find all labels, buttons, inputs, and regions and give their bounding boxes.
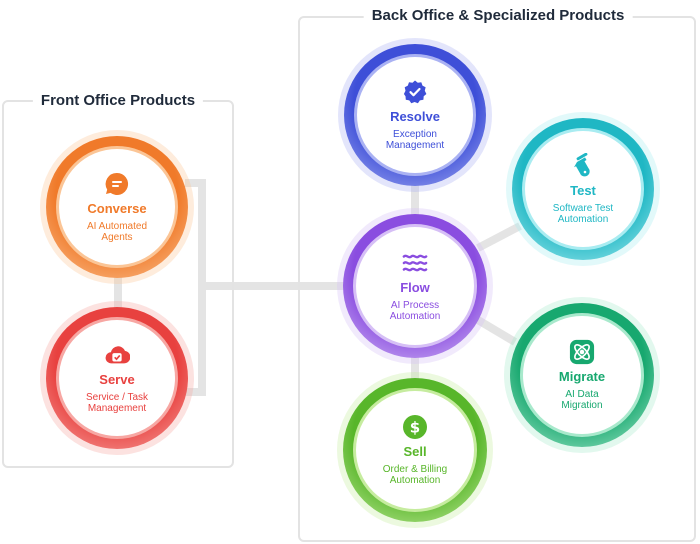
back-office-title: Back Office & Specialized Products [363,7,633,25]
connector-flow-test [476,222,522,252]
node-converse-subtitle: AI Automated Agents [86,221,148,243]
verified-badge-icon [402,79,428,105]
connector-flow-migrate [475,316,518,346]
node-converse[interactable]: Converse AI Automated Agents [46,136,188,278]
chat-bubble-icon [104,171,130,197]
front-office-title: Front Office Products [32,92,204,110]
node-test-title: Test [570,183,596,198]
node-converse-title: Converse [87,201,147,216]
node-migrate-title: Migrate [558,369,606,384]
dollar-icon: $ [402,414,428,440]
test-tube-icon [570,153,596,179]
node-serve[interactable]: Serve Service / Task Management [46,307,188,449]
node-flow-subtitle: AI Process Automation [389,300,441,322]
node-test-subtitle: Software Test Automation [552,203,614,225]
node-migrate-subtitle: AI Data Migration [561,389,603,411]
node-sell-title: Sell [403,444,427,459]
cloud-check-icon [104,342,130,368]
node-migrate[interactable]: Migrate AI Data Migration [510,303,654,447]
node-resolve[interactable]: Resolve Exception Management [344,44,486,186]
node-sell-subtitle: Order & Billing Automation [382,464,448,486]
node-serve-subtitle: Service / Task Management [85,392,149,414]
atom-icon [569,339,595,365]
node-sell[interactable]: $ Sell Order & Billing Automation [343,378,487,522]
waves-icon [402,250,428,276]
node-flow[interactable]: Flow AI Process Automation [343,214,487,358]
node-test[interactable]: Test Software Test Automation [512,118,654,260]
node-resolve-subtitle: Exception Management [385,129,445,151]
svg-text:$: $ [410,419,420,437]
node-serve-title: Serve [99,372,135,387]
node-flow-title: Flow [400,280,430,295]
node-resolve-title: Resolve [390,109,440,124]
